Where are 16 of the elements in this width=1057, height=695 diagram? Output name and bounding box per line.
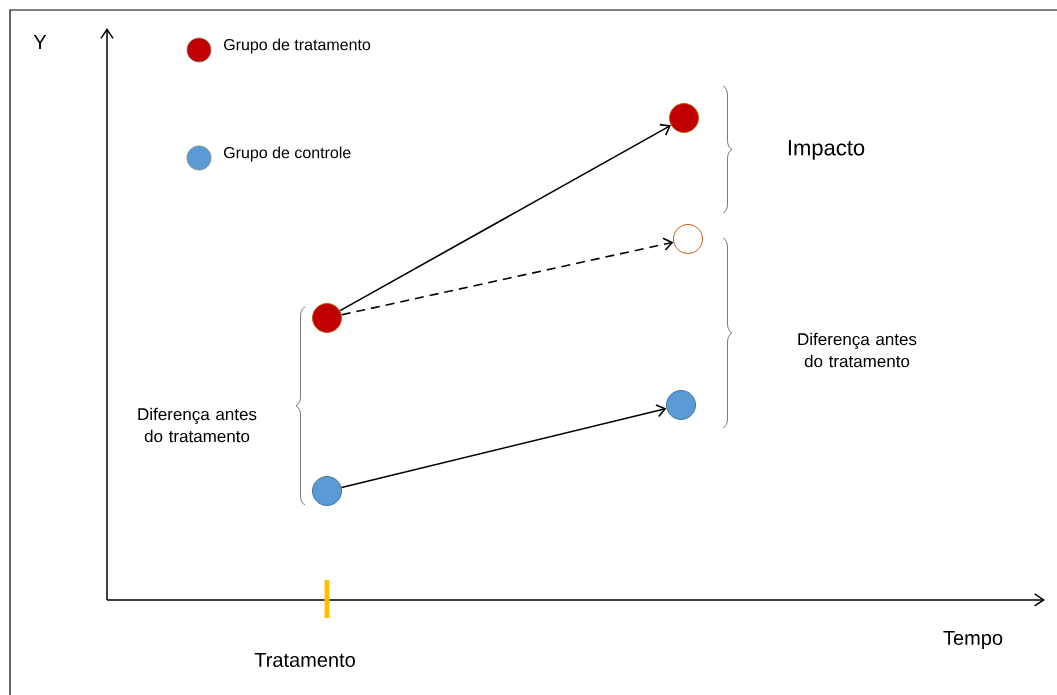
- legend-label: Grupo de controle: [224, 146, 351, 162]
- arrow: [340, 404, 667, 489]
- point-marker: [312, 476, 342, 506]
- arrow: [340, 237, 674, 316]
- arrow: [339, 123, 671, 312]
- axis-label: Tempo: [943, 631, 1003, 649]
- point-marker: [312, 303, 342, 333]
- brace-label: Impacto: [788, 140, 865, 160]
- axis-label: Tratamento: [254, 653, 355, 667]
- axis-label: Y: [33, 35, 47, 49]
- point-marker: [669, 103, 699, 133]
- brace-label: Diferença antes do tratamento: [138, 407, 257, 443]
- point-marker: [666, 390, 696, 420]
- brace-label: Diferença antes do tratamento: [798, 332, 917, 368]
- legend-label: Grupo de tratamento: [224, 38, 371, 54]
- point-marker: [673, 224, 703, 254]
